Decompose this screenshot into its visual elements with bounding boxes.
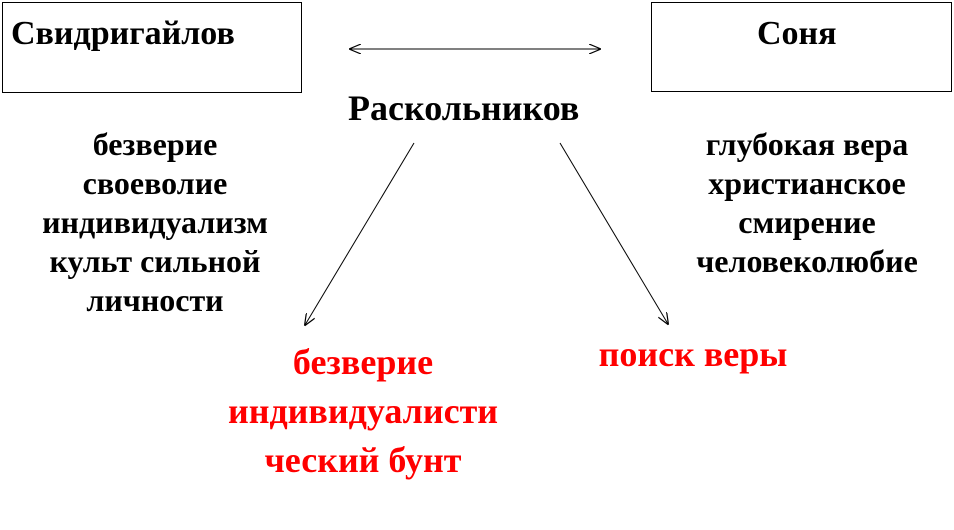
raskolnikov-name: Раскольников [348,88,580,128]
svidrigailov-trait: своеволие [82,165,228,201]
svidrigailov-box: Свидригайлов [2,2,302,93]
svidrigailov-name: Свидригайлов [11,15,235,52]
sonya-box: Соня [651,2,952,92]
svidrigailov-trait: безверие [92,126,218,162]
left-outcome: безверие индивидуалисти ческий бунт [200,338,526,485]
left-outcome-line: индивидуалисти [227,391,499,431]
svidrigailov-trait: индивидуализм [42,204,268,240]
sonya-trait: человеколюбие [696,243,918,279]
svidrigailov-trait: личности [86,282,224,318]
left-outcome-line: ческий бунт [264,440,462,480]
sonya-trait: глубокая вера [705,126,909,162]
arrow-to-left-outcome [305,142,415,325]
svidrigailov-trait: культ сильной [49,243,261,279]
sonya-trait: христианское [708,165,906,201]
arrow-to-right-outcome [559,142,668,324]
svidrigailov-traits: безверие своеволие индивидуализм культ с… [10,125,300,320]
right-outcome: поиск веры [598,334,788,374]
sonya-name: Соня [757,15,837,52]
sonya-trait: смирение [738,204,876,240]
left-outcome-line: безверие [292,342,434,382]
sonya-traits: глубокая вера христианское смирение чело… [662,125,952,281]
